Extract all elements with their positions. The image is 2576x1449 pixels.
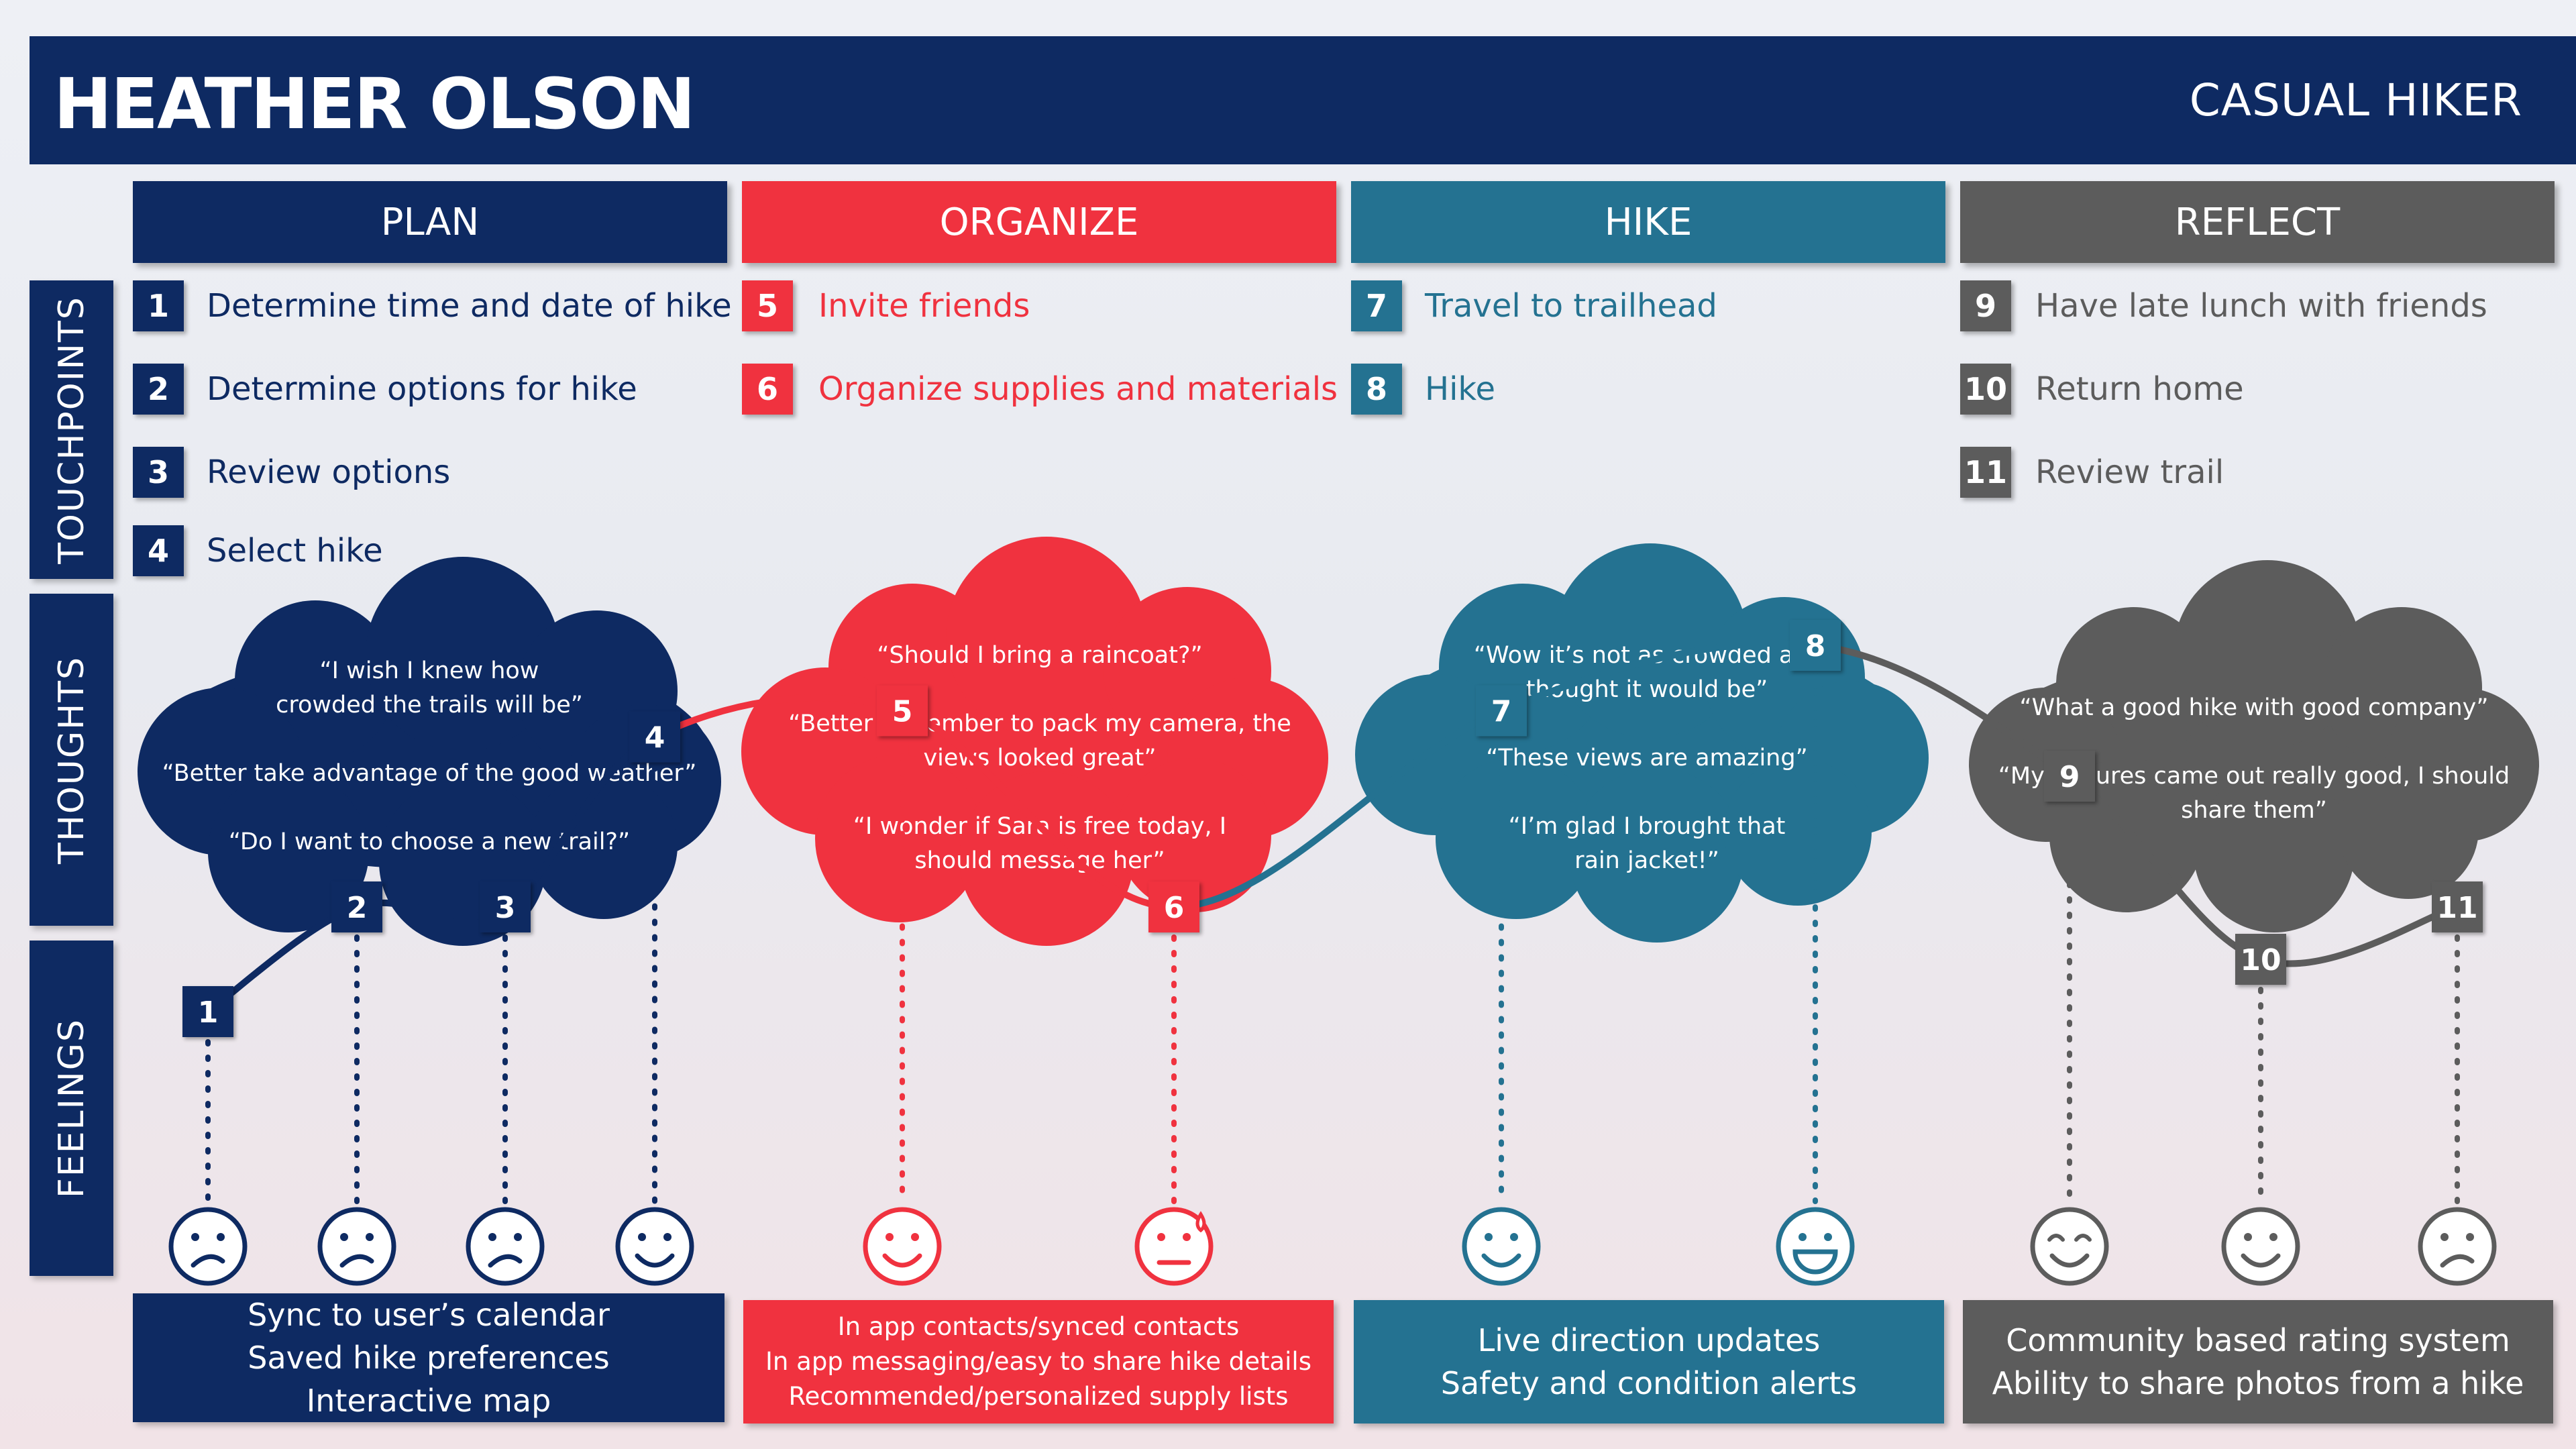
touchpoint-badge: 6	[742, 364, 793, 415]
feeling-marker-label: 10	[2240, 943, 2281, 977]
touchpoint-text: Travel to trailhead	[1425, 287, 1717, 325]
sad-face-icon	[317, 1207, 396, 1286]
touchpoint-badge: 4	[133, 525, 184, 576]
touchpoint-text: Organize supplies and materials	[818, 370, 1338, 408]
touchpoint-badge: 9	[1960, 280, 2011, 331]
persona-role: CASUAL HIKER	[2189, 74, 2522, 126]
persona-name: HEATHER OLSON	[54, 63, 696, 145]
touchpoint-text: Hike	[1425, 370, 1496, 408]
feeling-marker: 6	[1148, 881, 1199, 932]
feeling-marker-label: 5	[892, 695, 913, 729]
feeling-marker-label: 3	[495, 891, 516, 925]
feeling-marker-label: 8	[1805, 629, 1826, 663]
thought-cloud-plan	[138, 557, 721, 946]
content-face-icon	[2030, 1207, 2109, 1286]
touchpoint-badge: 3	[133, 447, 184, 498]
happy-face-icon	[1462, 1207, 1541, 1286]
feeling-marker: 3	[480, 881, 531, 932]
touchpoint-text: Invite friends	[818, 287, 1030, 325]
feeling-marker: 10	[2235, 934, 2286, 985]
feeling-marker-label: 7	[1491, 695, 1512, 729]
sad-face-icon	[168, 1207, 248, 1286]
touchpoint-text: Review options	[207, 453, 451, 491]
phase-header-organize: ORGANIZE	[742, 181, 1336, 263]
touchpoint-badge: 11	[1960, 447, 2011, 498]
touchpoint-text: Return home	[2035, 370, 2244, 408]
touchpoint-text: Determine time and date of hike	[207, 287, 732, 325]
persona-header	[30, 36, 2576, 164]
touchpoint-text: Select hike	[207, 532, 383, 570]
feeling-line-segment	[901, 707, 1175, 910]
feeling-line-segment	[1173, 707, 1503, 910]
happy-face-icon	[2221, 1207, 2300, 1286]
feeling-marker: 7	[1476, 685, 1527, 737]
touchpoint-text: Have late lunch with friends	[2035, 287, 2487, 325]
thought-bubble-hike: “Wow it’s not as crowded as I thought it…	[1473, 642, 1821, 874]
touchpoint-text: Determine options for hike	[207, 370, 637, 408]
stressed-face-icon	[1134, 1207, 1214, 1286]
opportunities-plan: Sync to user’s calendar Saved hike prefe…	[133, 1293, 724, 1422]
thought-cloud-hike	[1355, 543, 1929, 943]
happy-face-icon	[863, 1207, 942, 1286]
touchpoint-badge: 7	[1351, 280, 1402, 331]
touchpoint-badge: 10	[1960, 364, 2011, 415]
feeling-marker-label: 6	[1164, 891, 1185, 925]
very-happy-face-icon	[1776, 1207, 1855, 1286]
feeling-marker: 9	[2044, 751, 2095, 802]
touchpoint-badge: 8	[1351, 364, 1402, 415]
feeling-marker: 11	[2432, 881, 2483, 932]
touchpoint-text: Review trail	[2035, 453, 2224, 491]
feeling-line-segment	[2259, 904, 2459, 967]
phase-header-hike: HIKE	[1351, 181, 1945, 263]
phase-header-plan: PLAN	[133, 181, 727, 263]
happy-face-icon	[615, 1207, 694, 1286]
feeling-line-segment	[2068, 773, 2262, 963]
opportunities-organize: In app contacts/synced contacts In app m…	[743, 1300, 1334, 1424]
feeling-marker: 4	[629, 711, 680, 763]
touchpoint-badge: 2	[133, 364, 184, 415]
touchpoint-badge: 5	[742, 280, 793, 331]
feeling-marker: 1	[182, 986, 233, 1037]
feeling-marker-label: 9	[2059, 760, 2080, 794]
feeling-line-segment	[1500, 639, 1816, 714]
touchpoint-badge: 1	[133, 280, 184, 331]
feeling-marker-label: 4	[645, 721, 665, 755]
row-label-touchpoints: TOUCHPOINTS	[30, 280, 113, 579]
feeling-line-segment	[503, 734, 657, 910]
feeling-marker: 8	[1790, 620, 1841, 671]
feeling-marker-label: 11	[2436, 891, 2477, 925]
row-label-feelings: FEELINGS	[30, 941, 113, 1276]
phase-header-reflect: REFLECT	[1960, 181, 2555, 263]
opportunities-hike: Live direction updates Safety and condit…	[1354, 1300, 1944, 1424]
feeling-line-segment	[653, 694, 904, 740]
feeling-marker-label: 1	[198, 996, 219, 1030]
sad-face-icon	[466, 1207, 545, 1286]
feeling-line-segment	[1815, 642, 2072, 780]
feeling-marker: 5	[877, 685, 928, 737]
row-label-thoughts: THOUGHTS	[30, 594, 113, 926]
opportunities-reflect: Community based rating system Ability to…	[1963, 1300, 2553, 1424]
feeling-marker-label: 2	[347, 891, 368, 925]
sad-face-icon	[2418, 1207, 2497, 1286]
feeling-marker: 2	[331, 881, 382, 932]
